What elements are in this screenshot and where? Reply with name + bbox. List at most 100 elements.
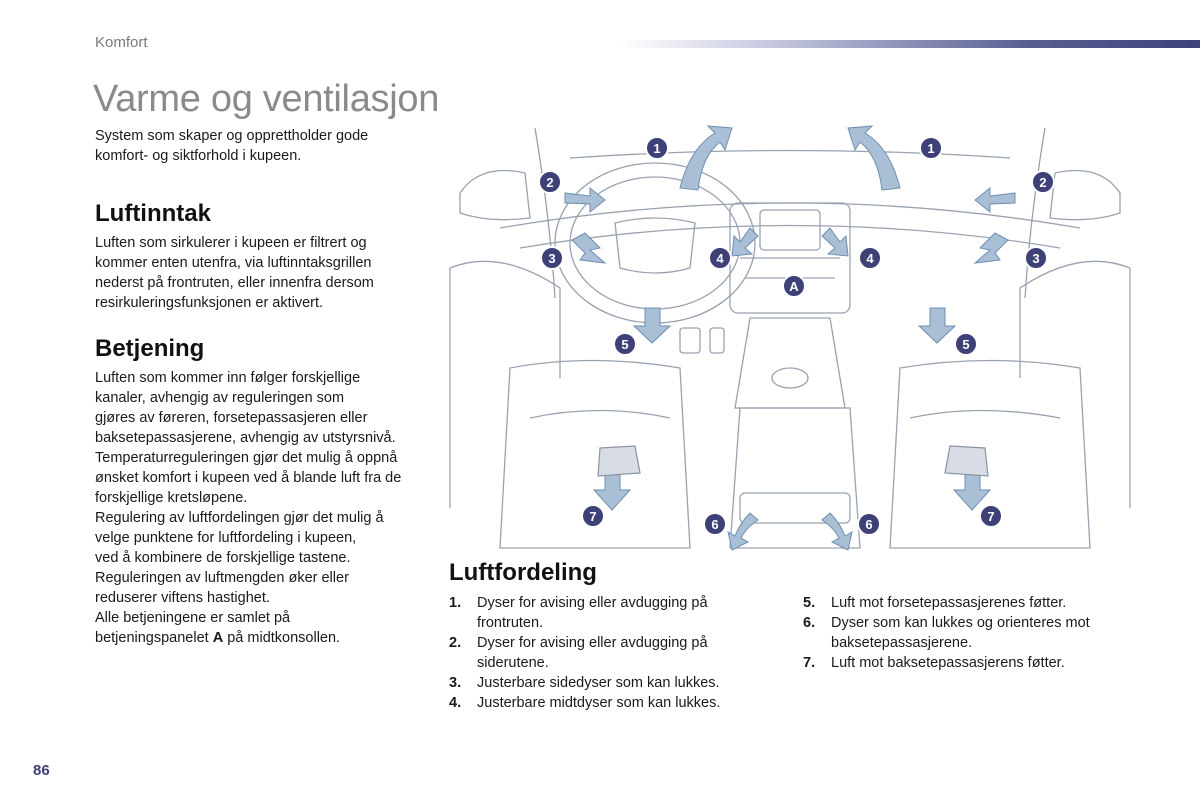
item-text: Dyser for avising eller avdugging på sid… xyxy=(477,635,708,671)
text-line: Regulering av luftfordelingen gjør det m… xyxy=(95,510,384,526)
arrow-icon xyxy=(564,186,606,214)
diagram-markers: 1 1 2 2 3 3 4 4 xyxy=(538,136,1055,536)
text-line: nederst på frontruten, eller innenfra de… xyxy=(95,275,374,291)
arrow-icon xyxy=(952,472,992,511)
marker-2-left: 2 xyxy=(538,170,562,194)
list-item: 5. Luft mot forsetepassasjerenes føtter. xyxy=(803,593,1133,613)
item-number: 4. xyxy=(449,695,462,711)
paragraph-luftinntak: Luften som sirkulerer i kupeen er filtre… xyxy=(95,233,425,313)
marker-label: 3 xyxy=(548,251,555,266)
text-line: resirkuleringsfunksjonen er aktivert. xyxy=(95,295,324,311)
arrow-icon xyxy=(632,307,672,344)
text-line: ønsket komfort i kupeen ved å blande luf… xyxy=(95,470,402,486)
marker-label: 2 xyxy=(546,175,553,190)
item-text: Dyser som kan lukkes og orienteres mot b… xyxy=(831,615,1090,651)
text-line: Luften som sirkulerer i kupeen er filtre… xyxy=(95,235,367,251)
marker-label: 4 xyxy=(866,251,874,266)
text-line: gjøres av føreren, forsetepassasjeren el… xyxy=(95,410,368,426)
marker-label: A xyxy=(789,279,799,294)
item-number: 3. xyxy=(449,675,462,691)
marker-label: 4 xyxy=(716,251,724,266)
list-item: 7. Luft mot baksetepassasjerens føtter. xyxy=(803,653,1133,673)
marker-label: 7 xyxy=(987,509,994,524)
text-line-last: betjeningspanelet A på midtkonsollen. xyxy=(95,628,430,648)
text-fragment: på midtkonsollen. xyxy=(223,630,341,646)
item-text: Justerbare sidedyser som kan lukkes. xyxy=(477,675,720,691)
marker-6-left: 6 xyxy=(703,512,727,536)
text-line: Luften som kommer inn følger forskjellig… xyxy=(95,370,361,386)
heading-luftfordeling: Luftfordeling xyxy=(449,559,597,586)
marker-label: 2 xyxy=(1039,175,1046,190)
text-line: ved å kombinere de forskjellige tastene. xyxy=(95,550,351,566)
distribution-list-left: 1. Dyser for avising eller avdugging på … xyxy=(449,593,749,713)
text-line: Reguleringen av luftmengden øker eller xyxy=(95,570,349,586)
marker-label: 3 xyxy=(1032,251,1039,266)
marker-1-right: 1 xyxy=(919,136,943,160)
item-number: 5. xyxy=(803,595,816,611)
list-item: 3. Justerbare sidedyser som kan lukkes. xyxy=(449,673,749,693)
panel-reference: A xyxy=(212,630,224,646)
arrow-icon xyxy=(679,125,733,191)
text-line: kanaler, avhengig av reguleringen som xyxy=(95,390,345,406)
text-line: kommer enten utenfra, via luftinntaksgri… xyxy=(95,255,372,271)
list-item: 6. Dyser som kan lukkes og orienteres mo… xyxy=(803,613,1133,653)
marker-label: 1 xyxy=(653,141,660,156)
arrow-icon xyxy=(731,227,759,257)
marker-4-right: 4 xyxy=(858,246,882,270)
item-number: 7. xyxy=(803,655,816,671)
list-item: 2. Dyser for avising eller avdugging på … xyxy=(449,633,749,673)
item-number: 2. xyxy=(449,635,462,651)
arrow-icon xyxy=(847,125,901,191)
header-bar xyxy=(620,40,1200,48)
marker-label: 1 xyxy=(927,141,934,156)
text-line: Alle betjeningene er samlet på xyxy=(95,610,291,626)
paragraph-betjening: Luften som kommer inn følger forskjellig… xyxy=(95,368,430,648)
arrow-icon xyxy=(917,307,957,344)
arrow-icon xyxy=(727,512,759,551)
item-text: Dyser for avising eller avdugging på fro… xyxy=(477,595,708,631)
heading-betjening: Betjening xyxy=(95,335,205,362)
page-number: 86 xyxy=(33,762,50,779)
section-label: Komfort xyxy=(95,34,148,51)
marker-6-right: 6 xyxy=(857,512,881,536)
arrow-icon xyxy=(592,472,632,511)
page-title: Varme og ventilasjon xyxy=(93,78,440,120)
list-item: 4. Justerbare midtdyser som kan lukkes. xyxy=(449,693,749,713)
airflow-arrows xyxy=(564,125,1016,551)
list-item: 1. Dyser for avising eller avdugging på … xyxy=(449,593,749,633)
intro-paragraph: System som skaper og opprettholder gode … xyxy=(95,128,369,164)
marker-5-left: 5 xyxy=(613,332,637,356)
marker-3-right: 3 xyxy=(1024,246,1048,270)
item-number: 1. xyxy=(449,595,462,611)
arrow-icon xyxy=(973,232,1009,264)
text-line: baksetepassasjerene, avhengig av utstyrs… xyxy=(95,430,396,446)
arrow-icon xyxy=(974,186,1016,214)
marker-7-right: 7 xyxy=(979,504,1003,528)
text-fragment: betjeningspanelet xyxy=(95,630,213,646)
marker-5-right: 5 xyxy=(954,332,978,356)
rear-footwell-vents xyxy=(597,445,989,477)
marker-label: 6 xyxy=(711,517,718,532)
text-line: forskjellige kretsløpene. xyxy=(95,490,248,506)
text-line: velge punktene for luftfordeling i kupee… xyxy=(95,530,357,546)
marker-a: A xyxy=(782,274,806,298)
item-number: 6. xyxy=(803,615,816,631)
marker-4-left: 4 xyxy=(708,246,732,270)
distribution-list-right: 5. Luft mot forsetepassasjerenes føtter.… xyxy=(803,593,1133,673)
arrow-icon xyxy=(821,227,849,257)
marker-7-left: 7 xyxy=(581,504,605,528)
arrow-icon xyxy=(821,512,853,551)
ventilation-diagram: 1 1 2 2 3 3 4 4 xyxy=(449,125,1131,551)
marker-3-left: 3 xyxy=(540,246,564,270)
arrow-icon xyxy=(571,232,607,264)
heading-luftinntak: Luftinntak xyxy=(95,200,211,227)
marker-label: 6 xyxy=(865,517,872,532)
item-text: Luft mot forsetepassasjerenes føtter. xyxy=(831,595,1067,611)
item-text: Justerbare midtdyser som kan lukkes. xyxy=(477,695,721,711)
marker-label: 5 xyxy=(621,337,628,352)
marker-1-left: 1 xyxy=(645,136,669,160)
marker-label: 5 xyxy=(962,337,969,352)
text-line: reduserer viftens hastighet. xyxy=(95,590,270,606)
marker-label: 7 xyxy=(589,509,596,524)
marker-2-right: 2 xyxy=(1031,170,1055,194)
